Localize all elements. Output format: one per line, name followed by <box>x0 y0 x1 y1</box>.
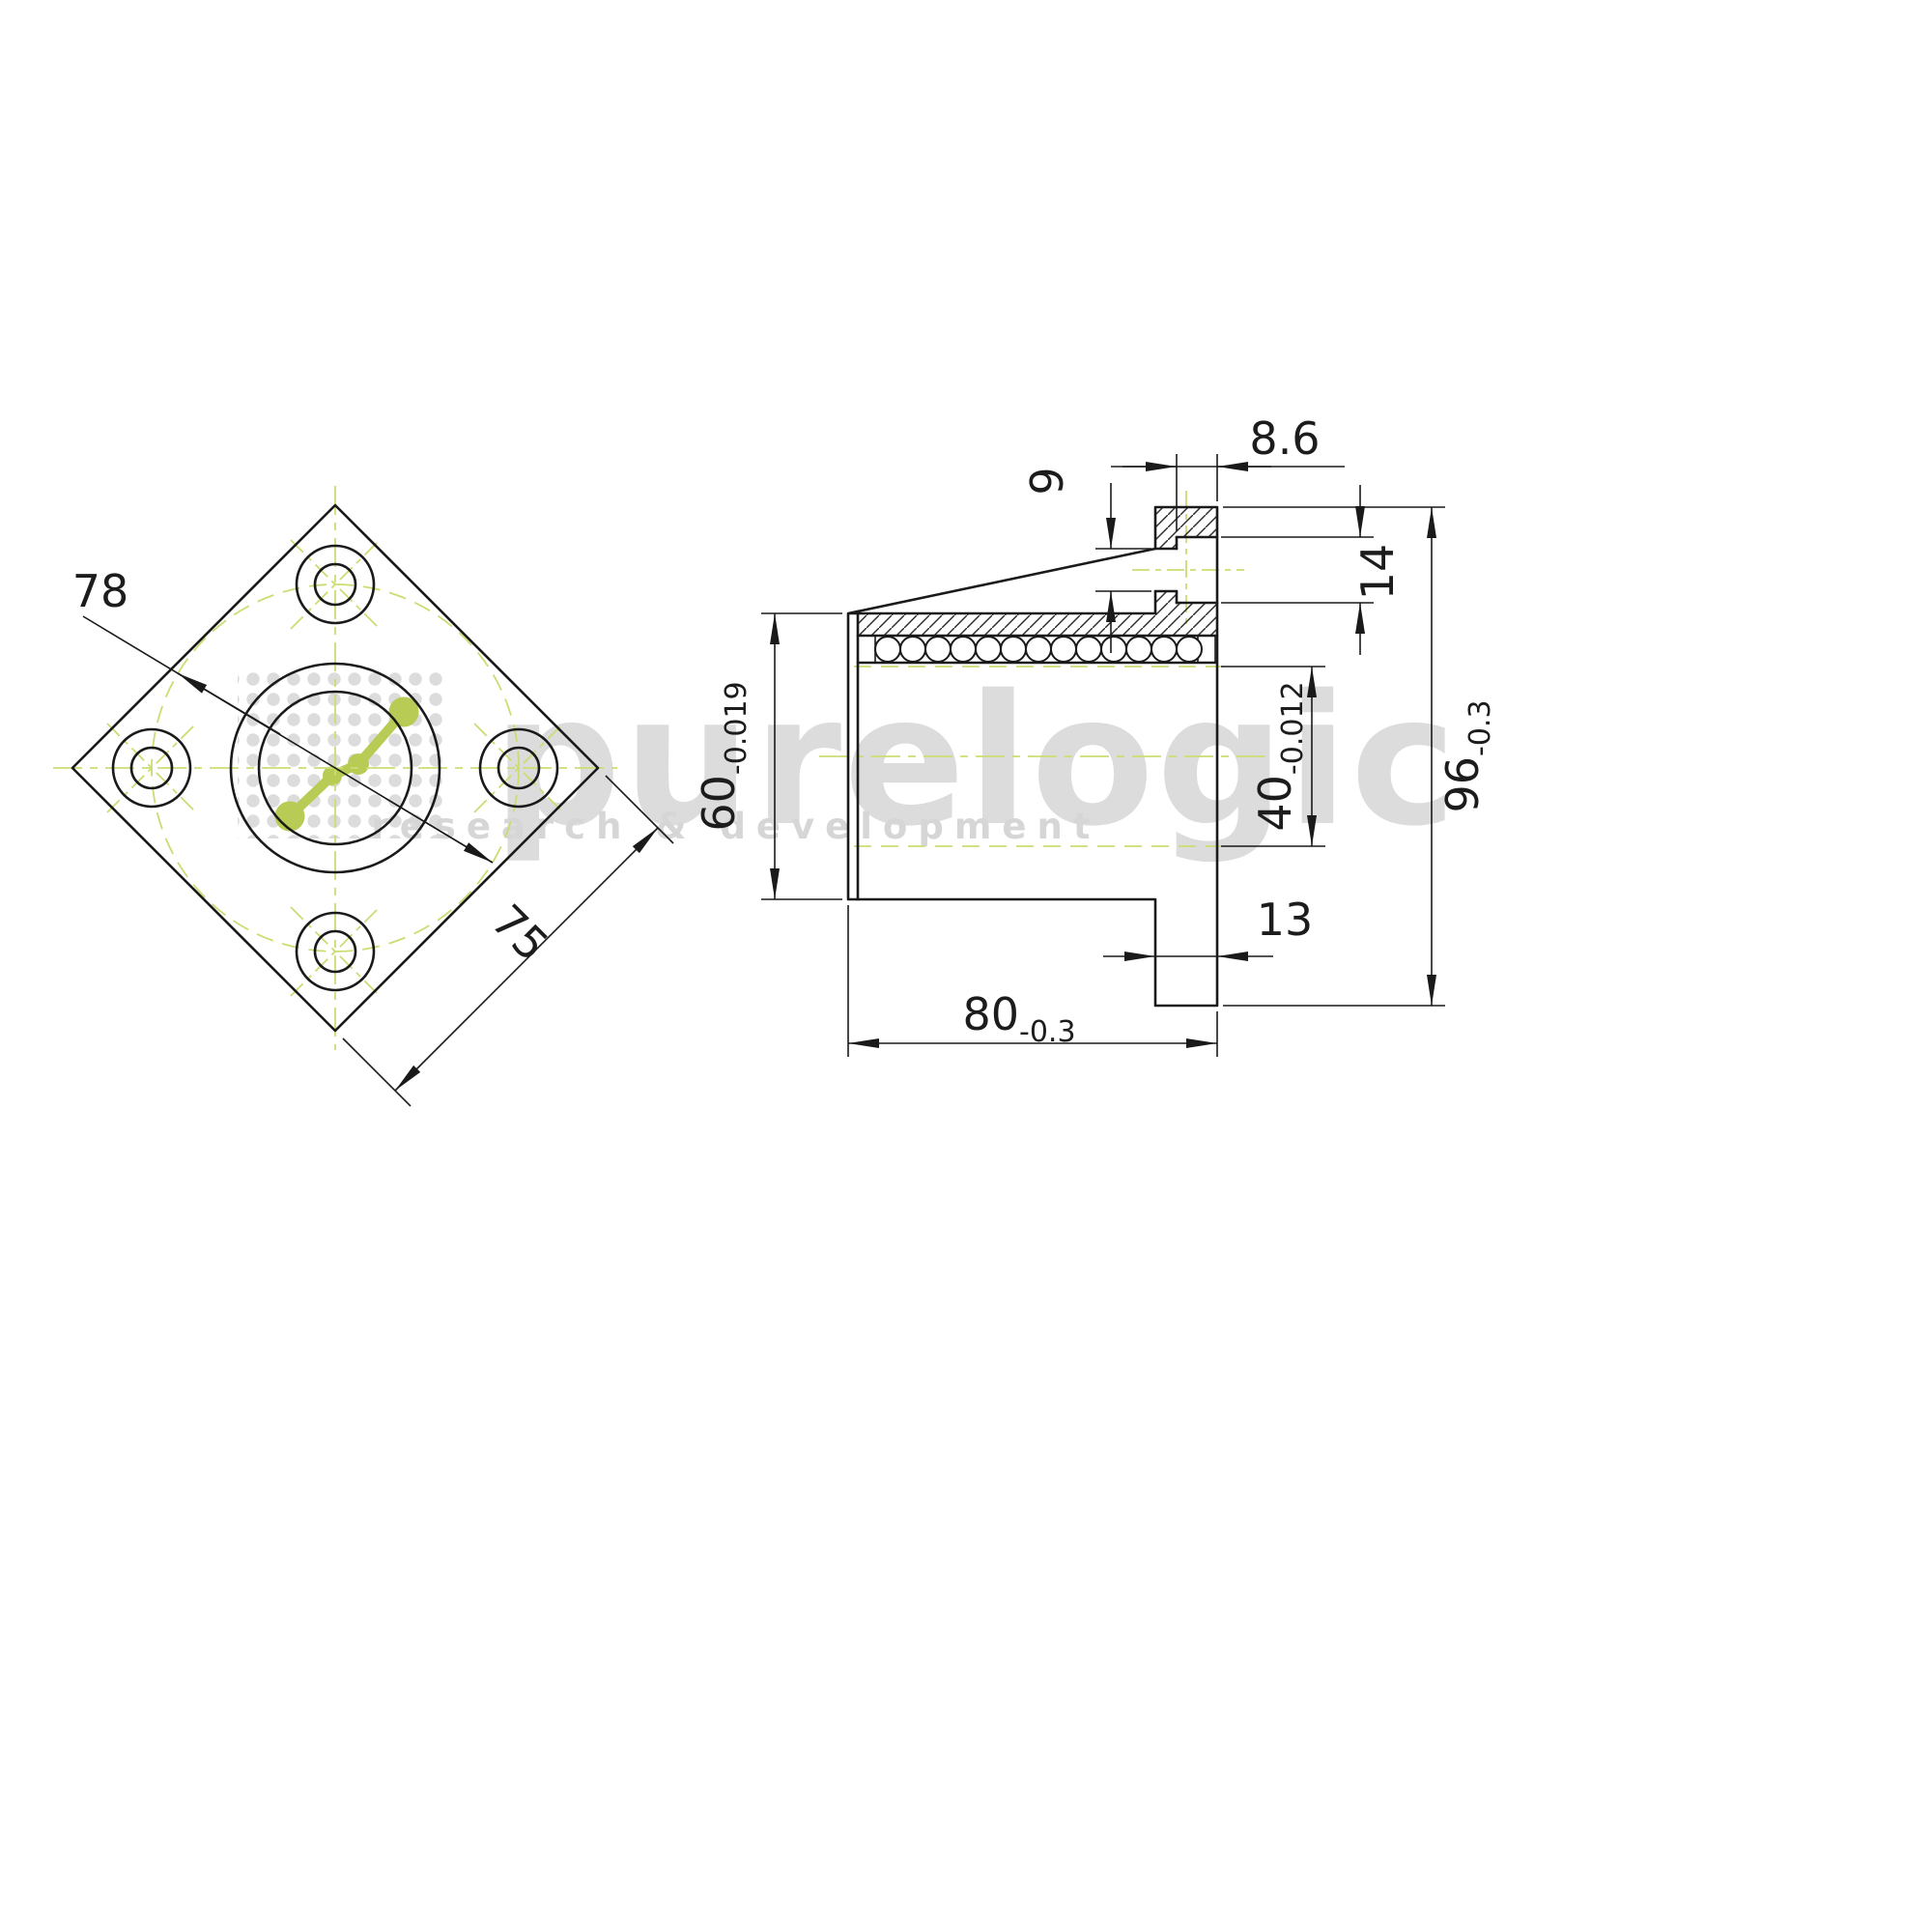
ball <box>1000 636 1027 663</box>
bolt-holes <box>111 544 559 992</box>
ball <box>1050 636 1077 663</box>
brand-logo <box>274 696 419 832</box>
bolt-hole-section <box>1153 535 1219 605</box>
dimension-tolerance: -0.019 <box>720 681 753 775</box>
dimension-40-label: 40-0.012 <box>1249 681 1310 831</box>
bolt-hole-centerline <box>290 906 381 997</box>
bolt-hole-outer <box>478 727 559 809</box>
extension-line <box>605 775 674 844</box>
ball <box>1125 636 1152 663</box>
bolt-hole-inner <box>313 929 357 974</box>
dimension-counterbore-remainder: 8.6 <box>1111 412 1345 531</box>
section-hatching <box>857 507 1217 664</box>
dimension-flange-height: 96-0.3 <box>1223 506 1497 1007</box>
dimension-flange-thickness: 13 <box>1103 894 1314 961</box>
dimension-bolt-hole-diameter: 9 <box>1021 467 1151 653</box>
ball-row <box>874 636 1203 663</box>
logo-dot <box>388 696 419 727</box>
ball <box>1100 636 1127 663</box>
dimension-13-label: 13 <box>1257 894 1314 946</box>
dimension-bore-diameter: 40-0.012 <box>1221 666 1325 847</box>
dimension-80-label: 80-0.3 <box>962 988 1075 1049</box>
dimension-78-label: 78 <box>72 565 129 617</box>
dimension-body-length: 80-0.3 <box>847 905 1218 1057</box>
dimension-value: 60 <box>693 775 745 832</box>
dimension-bolt-circle: 78 <box>72 565 494 864</box>
dimension-value: 40 <box>1249 775 1301 832</box>
dimension-counterbore-diameter: 14 <box>1221 485 1404 655</box>
logo-dot <box>348 753 369 775</box>
ball <box>924 636 952 663</box>
ball <box>1151 636 1178 663</box>
bore-circle <box>257 690 413 846</box>
flange-section-hatch <box>1155 603 1217 614</box>
dimension-arrow <box>177 672 281 735</box>
ball <box>950 636 977 663</box>
bolt-hole-centerline <box>290 539 381 630</box>
dimension-75-label: 75 <box>482 895 559 972</box>
dimension-14-label: 14 <box>1351 544 1404 601</box>
ball <box>1025 636 1052 663</box>
logo-dot <box>323 766 342 785</box>
ball <box>899 636 926 663</box>
dimension-8.6-label: 8.6 <box>1249 412 1320 465</box>
bolt-hole-centerline <box>106 723 197 813</box>
front-view: 78 75 <box>53 486 674 1107</box>
dimension-tolerance: -0.012 <box>1276 681 1310 775</box>
dimension-60-label: 60-0.019 <box>693 681 753 831</box>
dimension-line <box>394 827 659 1092</box>
logo-dot <box>274 801 305 832</box>
flange-section-hatch <box>1155 537 1177 549</box>
ball <box>1075 636 1102 663</box>
bolt-hole-centerline <box>473 723 564 813</box>
dimension-body-diameter: 60-0.019 <box>693 612 842 900</box>
shell-section-hatch <box>858 614 1217 636</box>
bolt-hole-inner <box>497 746 541 790</box>
bolt-hole-outer <box>111 727 192 809</box>
flange-section-hatch <box>1155 591 1177 603</box>
flange-outline <box>71 503 600 1033</box>
body-outline <box>846 505 1219 1008</box>
bolt-hole-inner <box>129 746 174 790</box>
side-view: 8.6 9 14 96-0.3 <box>693 412 1497 1057</box>
bolt-hole-outer <box>295 544 376 625</box>
ball <box>874 636 901 663</box>
bolt-hole-outer <box>295 911 376 992</box>
dimension-tolerance: -0.3 <box>1463 699 1497 756</box>
bolt-hole-inner <box>313 562 357 607</box>
flange-section-hatch <box>1155 507 1217 537</box>
extension-line <box>342 1037 412 1107</box>
dimension-value: 96 <box>1436 756 1489 813</box>
dimension-value: 80 <box>962 988 1019 1040</box>
dimension-tolerance: -0.3 <box>1019 1015 1076 1049</box>
ball <box>975 636 1002 663</box>
pilot-circle <box>229 662 441 874</box>
bolt-hole-centerlines <box>106 539 564 997</box>
ball <box>1176 636 1203 663</box>
dimension-9-label: 9 <box>1021 467 1073 495</box>
logo-connector-line <box>285 707 409 821</box>
dimension-96-label: 96-0.3 <box>1436 699 1497 812</box>
